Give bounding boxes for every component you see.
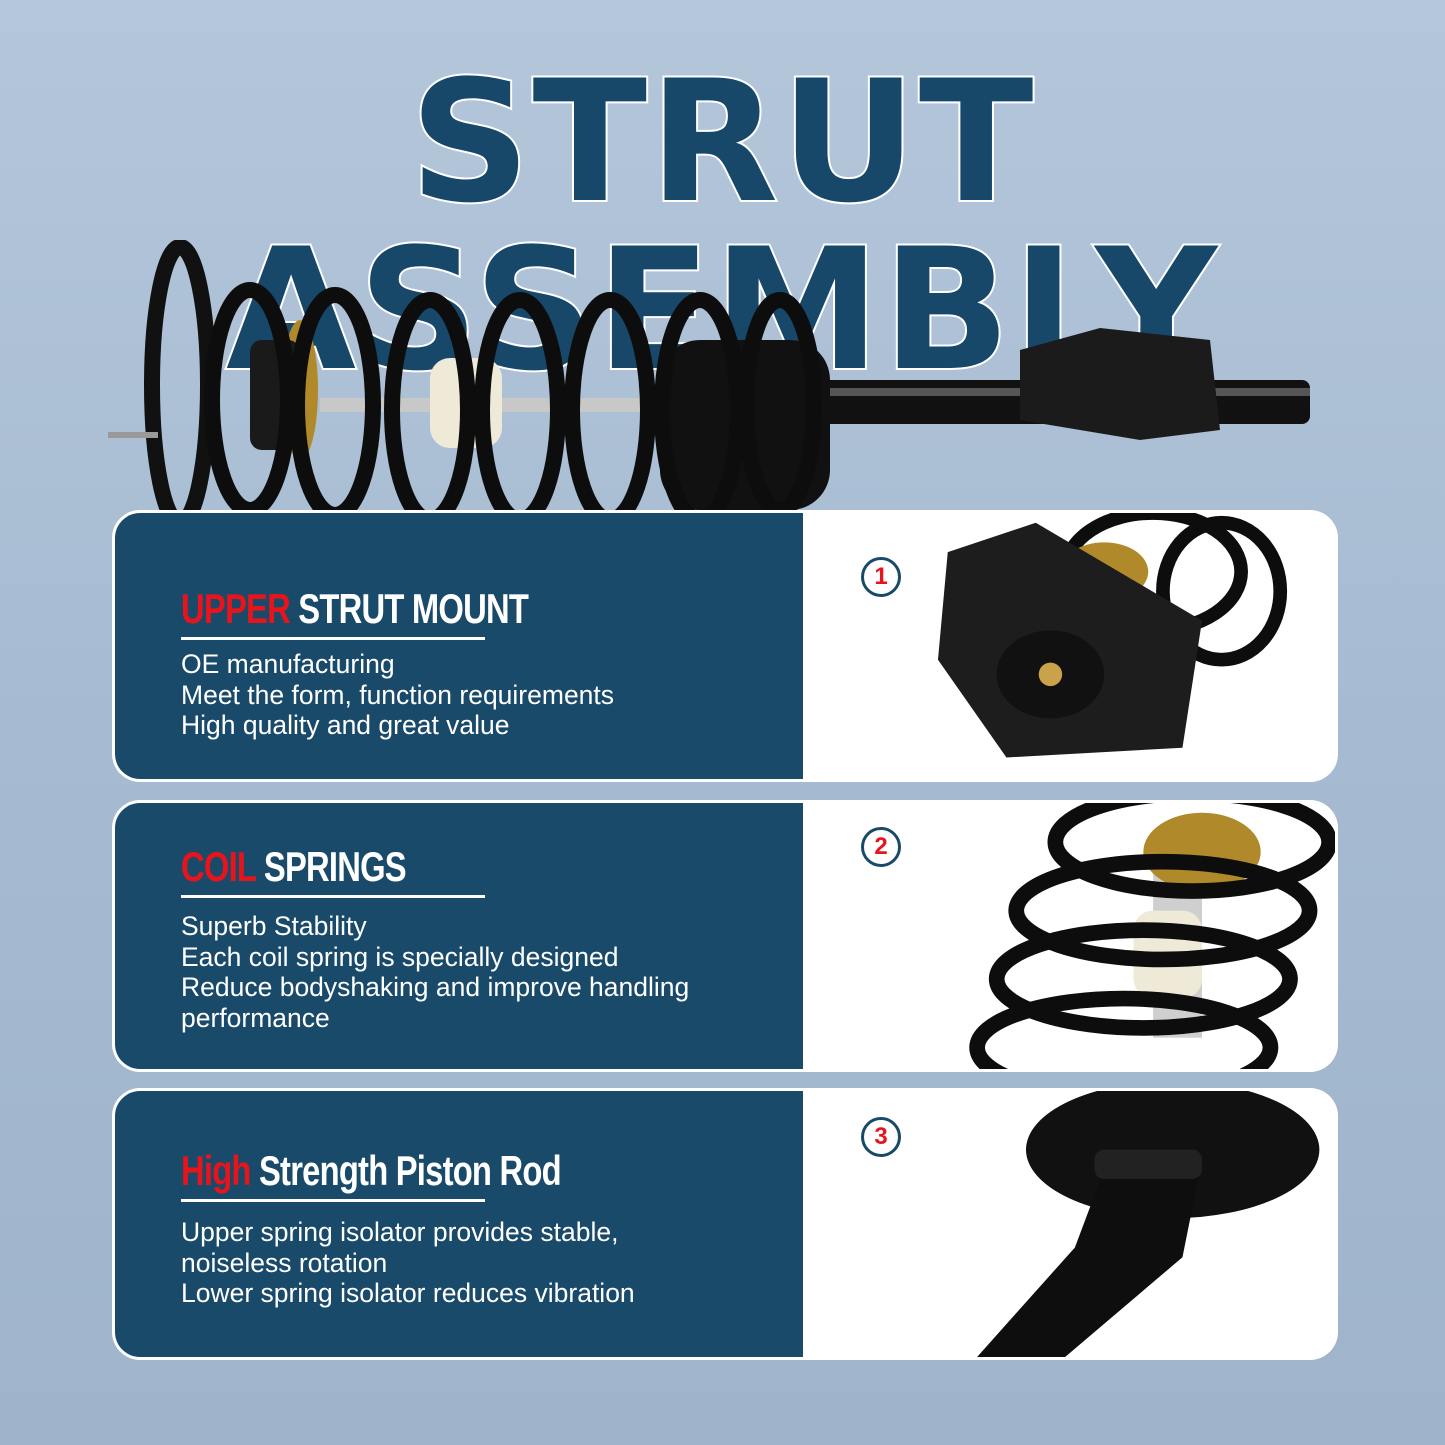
heading-underline bbox=[181, 637, 485, 640]
heading-accent: UPPER bbox=[181, 585, 291, 632]
feature-lines: OE manufacturing Meet the form, function… bbox=[181, 649, 614, 741]
number-badge: 1 bbox=[861, 557, 901, 597]
feature-line: noiseless rotation bbox=[181, 1247, 388, 1278]
panel-text-area bbox=[115, 513, 803, 779]
panel-heading: COIL SPRINGS bbox=[181, 843, 407, 891]
feature-line: Lower spring isolator reduces vibration bbox=[181, 1278, 635, 1308]
feature-line: High quality and great value bbox=[181, 710, 510, 740]
upper-mount-image bbox=[937, 513, 1288, 758]
heading-accent: High bbox=[181, 1147, 251, 1194]
panel-text-area bbox=[115, 1091, 803, 1357]
heading-underline bbox=[181, 895, 485, 898]
feature-panel-upper-strut-mount: UPPER STRUT MOUNT OE manufacturing Meet … bbox=[112, 510, 1338, 782]
panel-heading: UPPER STRUT MOUNT bbox=[181, 585, 529, 633]
feature-line: Upper spring isolator provides stable, bbox=[181, 1217, 619, 1247]
feature-panel-piston-rod: High Strength Piston Rod Upper spring is… bbox=[112, 1088, 1338, 1360]
heading-rest: Strength Piston Rod bbox=[258, 1147, 562, 1194]
coil-spring-image bbox=[969, 803, 1335, 1069]
number-badge: 2 bbox=[861, 827, 901, 867]
feature-line: Reduce bodyshaking and improve handling bbox=[181, 972, 690, 1002]
feature-line: Superb Stability bbox=[181, 911, 367, 941]
feature-line: OE manufacturing bbox=[181, 649, 395, 679]
feature-line: Each coil spring is specially designed bbox=[181, 941, 619, 972]
strut-assembly-image bbox=[108, 240, 1310, 530]
feature-panel-coil-springs: COIL SPRINGS Superb Stability Each coil … bbox=[112, 800, 1338, 1072]
heading-rest: SPRINGS bbox=[263, 843, 407, 890]
number-badge: 3 bbox=[861, 1117, 901, 1157]
feature-line: Meet the form, function requirements bbox=[181, 679, 615, 710]
panel-text-area bbox=[115, 803, 803, 1069]
panel-heading: High Strength Piston Rod bbox=[181, 1147, 562, 1195]
feature-line: performance bbox=[181, 1002, 330, 1033]
piston-rod-image bbox=[977, 1091, 1320, 1357]
heading-underline bbox=[181, 1199, 485, 1202]
heading-rest: STRUT MOUNT bbox=[298, 585, 529, 632]
feature-lines: Superb Stability Each coil spring is spe… bbox=[181, 911, 689, 1033]
feature-lines: Upper spring isolator provides stable, n… bbox=[181, 1217, 635, 1309]
heading-accent: COIL bbox=[181, 843, 256, 890]
